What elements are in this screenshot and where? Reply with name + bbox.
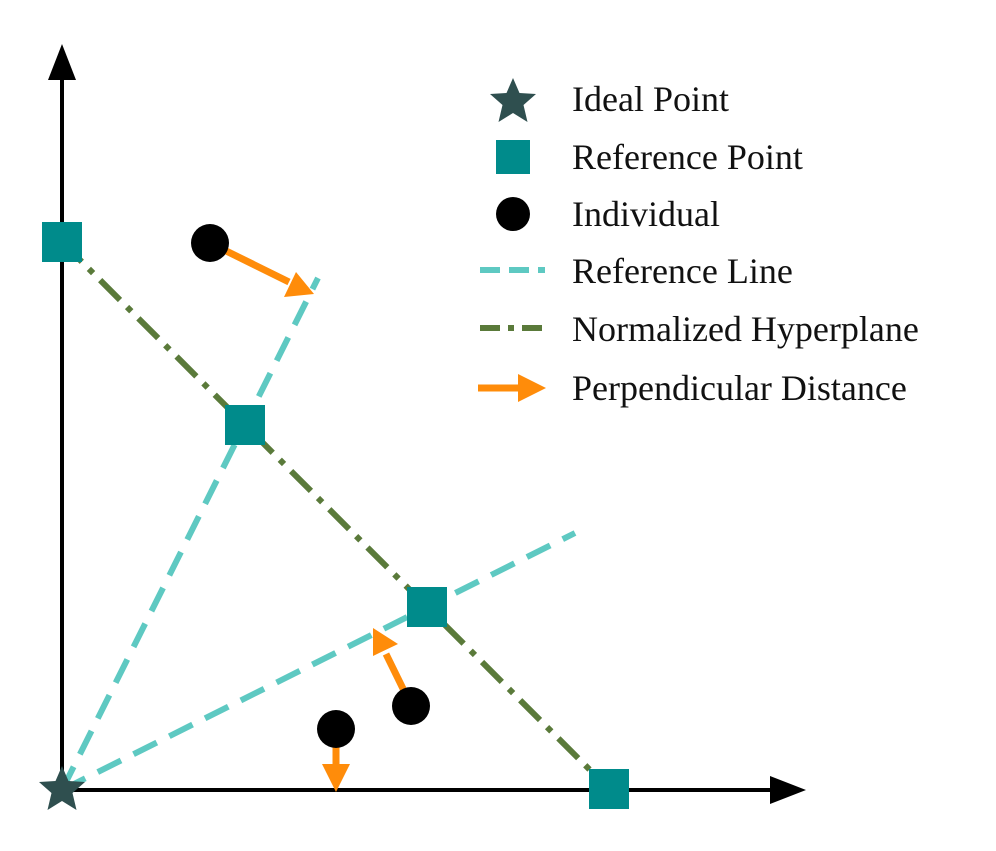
axes [48, 44, 806, 804]
reference-point [42, 222, 82, 262]
perpendicular-distance-arrows [208, 239, 415, 792]
arrow-head [322, 764, 350, 792]
legend-item-reference-line: Reference Line [480, 251, 793, 291]
normalized-hyperplane [59, 239, 611, 791]
reference-line-1 [59, 276, 321, 792]
arrow-icon-head [518, 374, 546, 402]
circle-icon [496, 197, 530, 231]
legend-item-perpendicular-distance: Perpendicular Distance [478, 368, 907, 408]
legend-item-ideal-point: Ideal Point [490, 78, 729, 122]
legend: Ideal Point Reference Point Individual R… [478, 78, 919, 408]
legend-label: Normalized Hyperplane [572, 309, 919, 349]
reference-point [589, 769, 629, 809]
star-icon [490, 78, 536, 122]
reference-points [42, 222, 629, 809]
legend-item-reference-point: Reference Point [496, 137, 803, 177]
individual-point [191, 224, 229, 262]
legend-item-hyperplane: Normalized Hyperplane [480, 309, 919, 349]
x-axis-arrowhead [770, 776, 806, 804]
arrow-head [373, 628, 398, 656]
legend-label: Perpendicular Distance [572, 368, 907, 408]
square-icon [496, 140, 530, 174]
individuals [191, 224, 430, 748]
legend-label: Reference Line [572, 251, 793, 291]
reference-point [407, 587, 447, 627]
legend-label: Reference Point [572, 137, 803, 177]
arrow-head [284, 272, 314, 297]
reference-lines [59, 276, 577, 793]
reference-line-2 [60, 530, 577, 793]
reference-point [225, 405, 265, 445]
legend-label: Ideal Point [572, 79, 729, 119]
ideal-point-star [39, 766, 85, 810]
legend-label: Individual [572, 194, 720, 234]
individual-point [392, 687, 430, 725]
legend-item-individual: Individual [496, 194, 720, 234]
y-axis-arrowhead [48, 44, 76, 80]
individual-point [317, 710, 355, 748]
